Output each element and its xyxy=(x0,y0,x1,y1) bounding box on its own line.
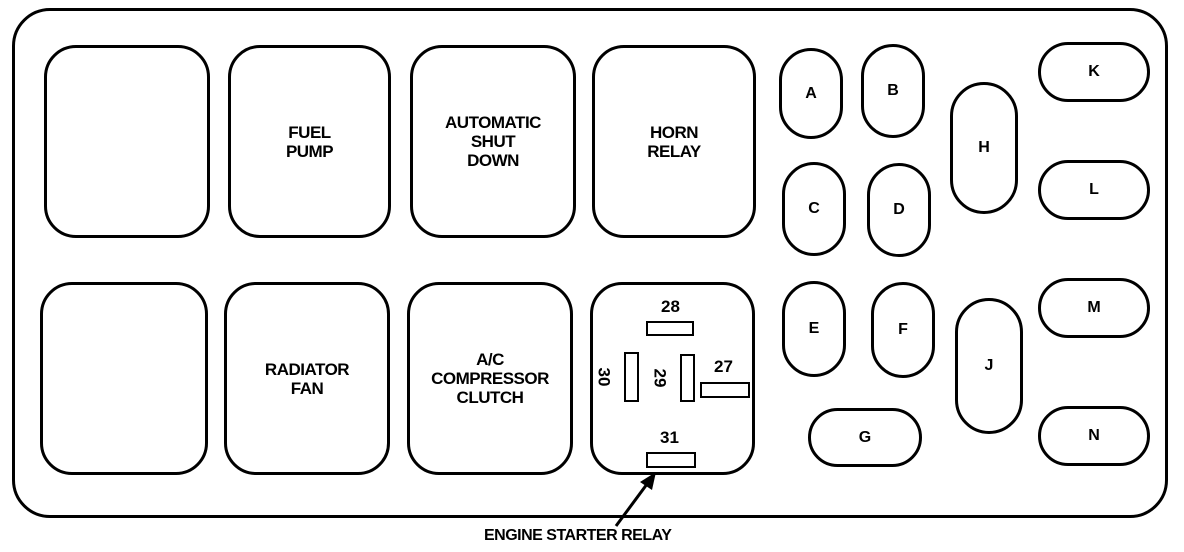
pin-29 xyxy=(680,354,695,402)
relay-slot-fuel-pump: FUEL PUMP xyxy=(228,45,391,238)
fuse-l: L xyxy=(1038,160,1150,220)
pin-30 xyxy=(624,352,639,402)
fuse-d: D xyxy=(867,163,931,257)
pin-27 xyxy=(700,382,750,398)
fuse-b: B xyxy=(861,44,925,138)
fuse-n: N xyxy=(1038,406,1150,466)
fuse-f: F xyxy=(871,282,935,378)
relay-slot-ac-compressor-clutch: A/C COMPRESSOR CLUTCH xyxy=(407,282,573,475)
engine-starter-relay-caption: ENGINE STARTER RELAY xyxy=(484,527,672,544)
fuse-g: G xyxy=(808,408,922,467)
fuse-block-panel xyxy=(12,8,1168,518)
pin-31 xyxy=(646,452,696,468)
pin-28-label: 28 xyxy=(661,297,680,316)
relay-slot-horn-relay: HORN RELAY xyxy=(592,45,756,238)
relay-slot-engine-starter xyxy=(590,282,755,475)
relay-slot-empty-2 xyxy=(40,282,208,475)
fuse-c: C xyxy=(782,162,846,256)
pin-31-label: 31 xyxy=(660,428,679,447)
fuse-h: H xyxy=(950,82,1018,214)
fuse-e: E xyxy=(782,281,846,377)
fuse-a: A xyxy=(779,48,843,139)
fuse-j: J xyxy=(955,298,1023,434)
pin-28 xyxy=(646,321,694,336)
relay-slot-radiator-fan: RADIATOR FAN xyxy=(224,282,390,475)
relay-slot-empty-1 xyxy=(44,45,210,238)
fuse-k: K xyxy=(1038,42,1150,102)
relay-slot-automatic-shut-down: AUTOMATIC SHUT DOWN xyxy=(410,45,576,238)
fuse-m: M xyxy=(1038,278,1150,338)
pin-27-label: 27 xyxy=(714,357,733,376)
